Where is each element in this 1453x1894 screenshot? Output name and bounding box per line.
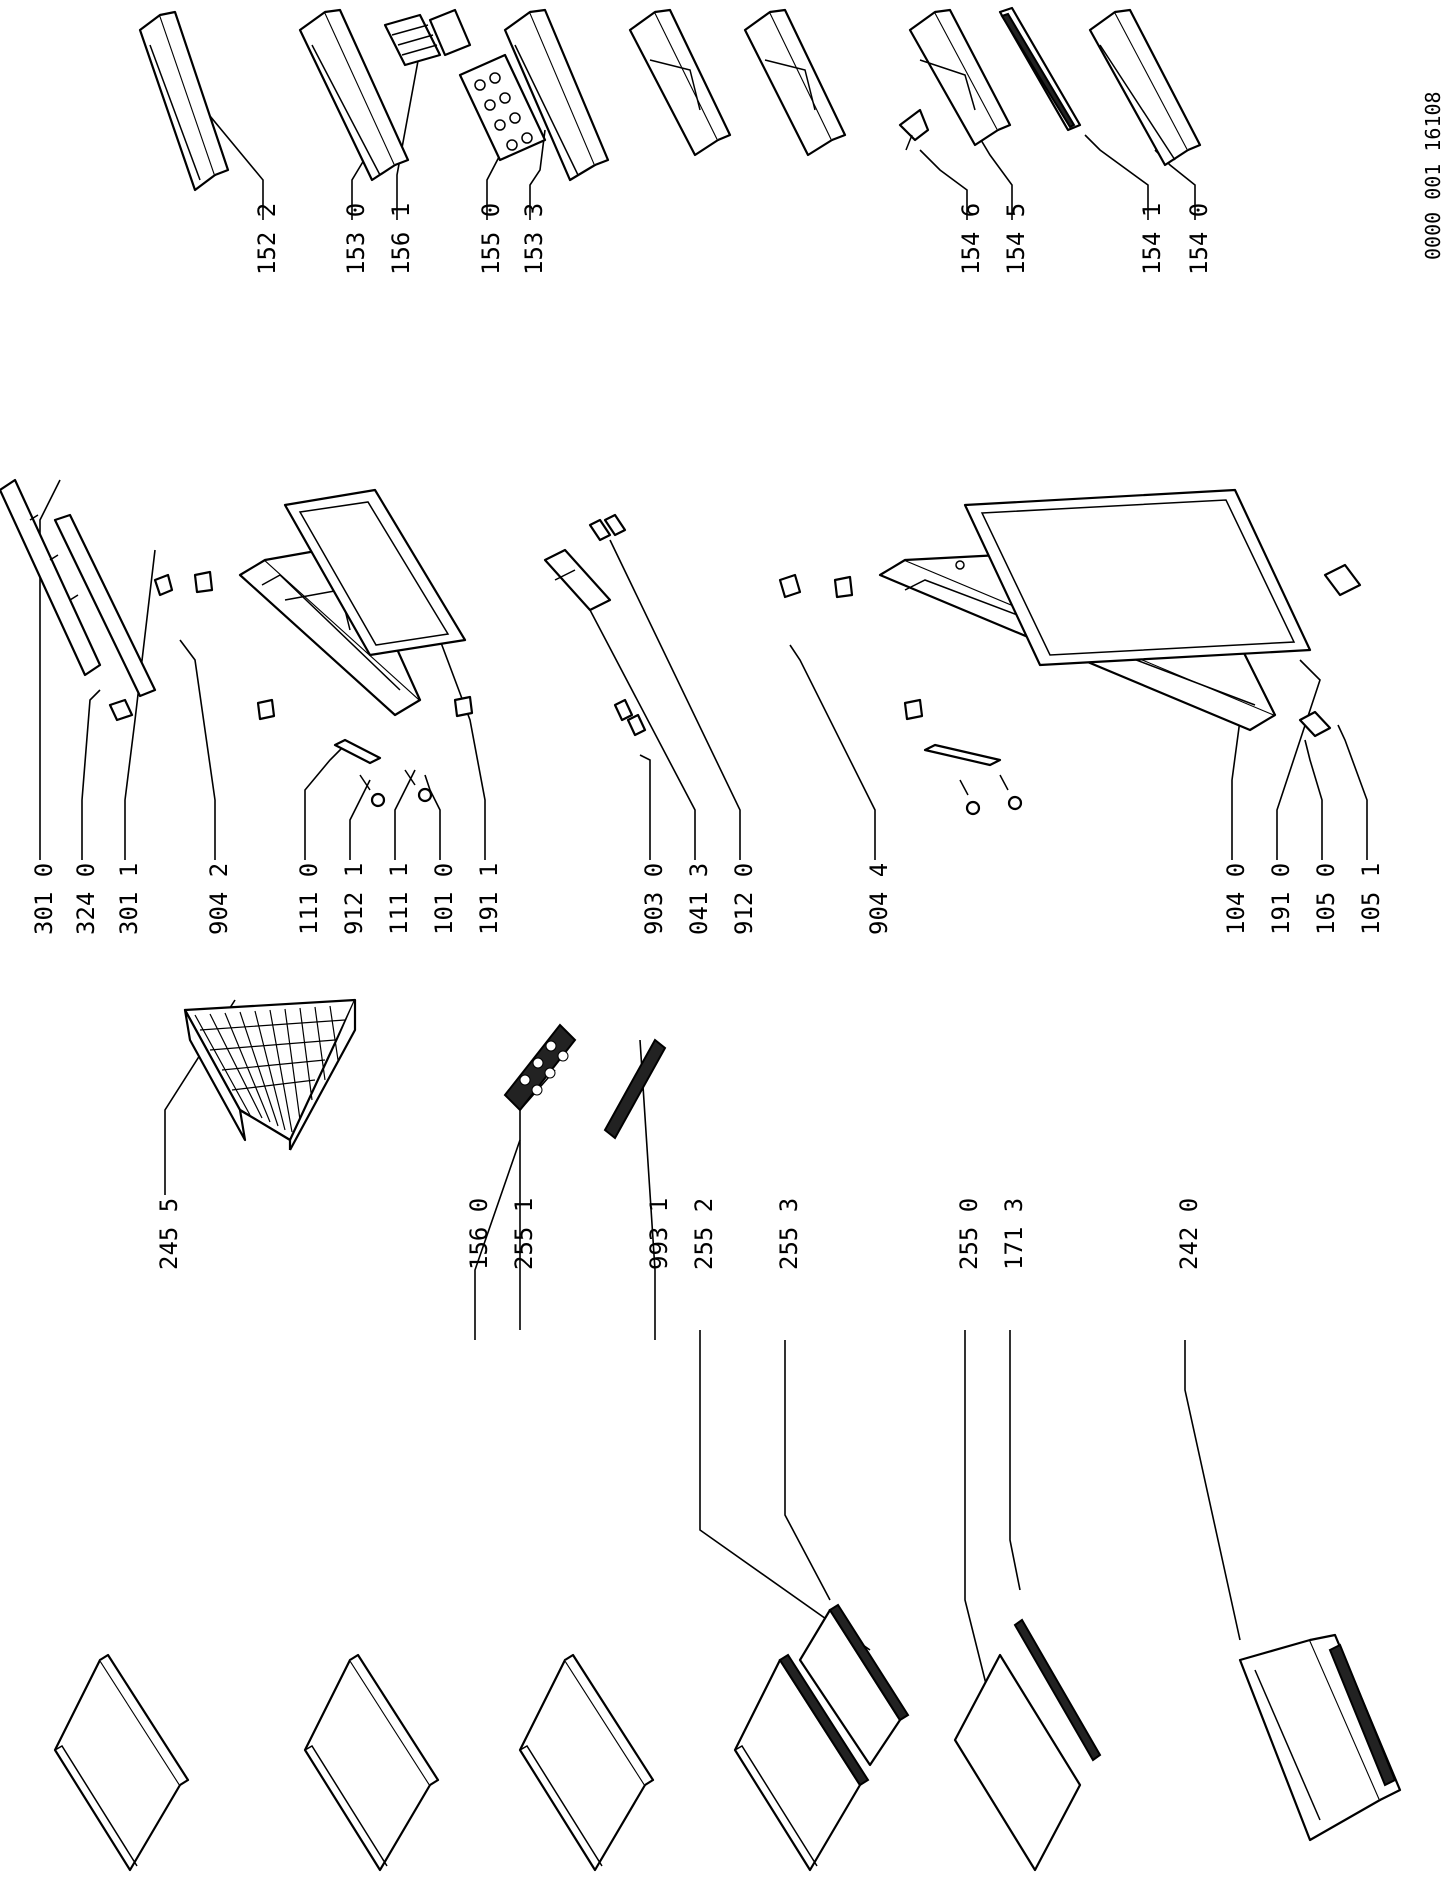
door-bin-b <box>743 8 847 157</box>
hinge-pins-903-0 <box>613 698 647 737</box>
label-191-1: 191 1 <box>475 863 503 935</box>
door-gasket-191-0 <box>963 488 1312 667</box>
label-111-0: 111 0 <box>295 863 323 935</box>
block-105-0 <box>1298 710 1332 738</box>
label-191-0: 191 0 <box>1267 863 1295 935</box>
label-245-5: 245 5 <box>155 1198 183 1270</box>
label-154-6: 154 6 <box>957 203 985 275</box>
label-301-0: 301 0 <box>30 863 58 935</box>
label-903-0: 903 0 <box>640 863 668 935</box>
door-bin-154-5 <box>908 8 1012 147</box>
shelf-top-1 <box>53 1653 190 1872</box>
egg-tray-small-156-1 <box>383 13 442 67</box>
hinge-pins-912-0 <box>588 513 627 542</box>
door-bin-152-2 <box>138 10 230 192</box>
label-154-0: 154 0 <box>1185 203 1213 275</box>
hinge-plate-lower <box>923 743 1002 767</box>
label-912-1: 912 1 <box>340 863 368 935</box>
label-154-1: 154 1 <box>1138 203 1166 275</box>
egg-tray-156-0 <box>503 1023 577 1112</box>
shelf-255-2 <box>733 1653 870 1872</box>
shelf-top-2 <box>303 1653 440 1872</box>
block-105-1 <box>1323 563 1362 597</box>
cap-324-0 <box>108 698 134 722</box>
hinge-plate-111-0 <box>333 738 382 765</box>
label-153-0: 153 0 <box>342 203 370 275</box>
label-153-3: 153 3 <box>520 203 548 275</box>
shelf-255-3 <box>798 1603 910 1767</box>
door-bin-a <box>628 8 732 157</box>
label-255-3: 255 3 <box>775 1198 803 1270</box>
label-154-5: 154 5 <box>1002 203 1030 275</box>
label-255-0: 255 0 <box>955 1198 983 1270</box>
drawing-id: 0000 001 16108 <box>1421 91 1445 260</box>
label-171-3: 171 3 <box>1000 1198 1028 1270</box>
door-gasket-191-1 <box>283 488 467 657</box>
wire-basket-245-5 <box>183 998 357 1151</box>
label-155-0: 155 0 <box>477 203 505 275</box>
shelf-255-1 <box>518 1653 655 1872</box>
cap-904-2 <box>153 573 174 597</box>
label-255-2: 255 2 <box>690 1198 718 1270</box>
door-bin-154-0 <box>1088 8 1202 167</box>
screws-912-1 <box>359 769 433 808</box>
label-156-1: 156 1 <box>387 203 415 275</box>
label-904-2: 904 2 <box>205 863 233 935</box>
screws-lower-bottom <box>959 774 1023 816</box>
label-255-1: 255 1 <box>510 1198 538 1270</box>
handle-301-0 <box>0 478 102 677</box>
label-101-0: 101 0 <box>430 863 458 935</box>
label-912-0: 912 0 <box>730 863 758 935</box>
ice-tray-993-1 <box>603 1038 667 1140</box>
label-301-1: 301 1 <box>115 863 143 935</box>
cap-904-4 <box>778 573 802 599</box>
door-bin-153-0 <box>298 8 410 182</box>
bin-rail-154-1 <box>998 6 1082 132</box>
part-drawings <box>0 6 1402 1872</box>
label-104-0: 104 0 <box>1222 863 1250 935</box>
glass-shelf-255-0 <box>953 1653 1082 1872</box>
small-lid-156-1 <box>428 8 472 57</box>
label-156-0: 156 0 <box>465 1198 493 1270</box>
label-324-0: 324 0 <box>72 863 100 935</box>
leader-lines <box>39 49 1368 1701</box>
door-bin-153-3 <box>503 8 610 182</box>
handle-301-1 <box>53 513 157 698</box>
label-105-1: 105 1 <box>1357 863 1385 935</box>
hinge-041-3 <box>543 548 612 612</box>
label-242-0: 242 0 <box>1175 1198 1203 1270</box>
label-152-2: 152 2 <box>253 203 281 275</box>
egg-tray-155-0 <box>458 53 547 162</box>
label-111-1: 111 1 <box>385 863 413 935</box>
label-105-0: 105 0 <box>1312 863 1340 935</box>
label-904-4: 904 4 <box>865 863 893 935</box>
shelf-trim-171-3 <box>1013 1618 1102 1762</box>
label-041-3: 041 3 <box>685 863 713 935</box>
crisper-242-0 <box>1238 1633 1402 1842</box>
part-labels: 152 2 153 0 156 1 155 0 153 3 154 6 154 … <box>30 91 1445 1270</box>
clip-154-6 <box>898 108 930 151</box>
label-993-1: 993 1 <box>645 1198 673 1270</box>
